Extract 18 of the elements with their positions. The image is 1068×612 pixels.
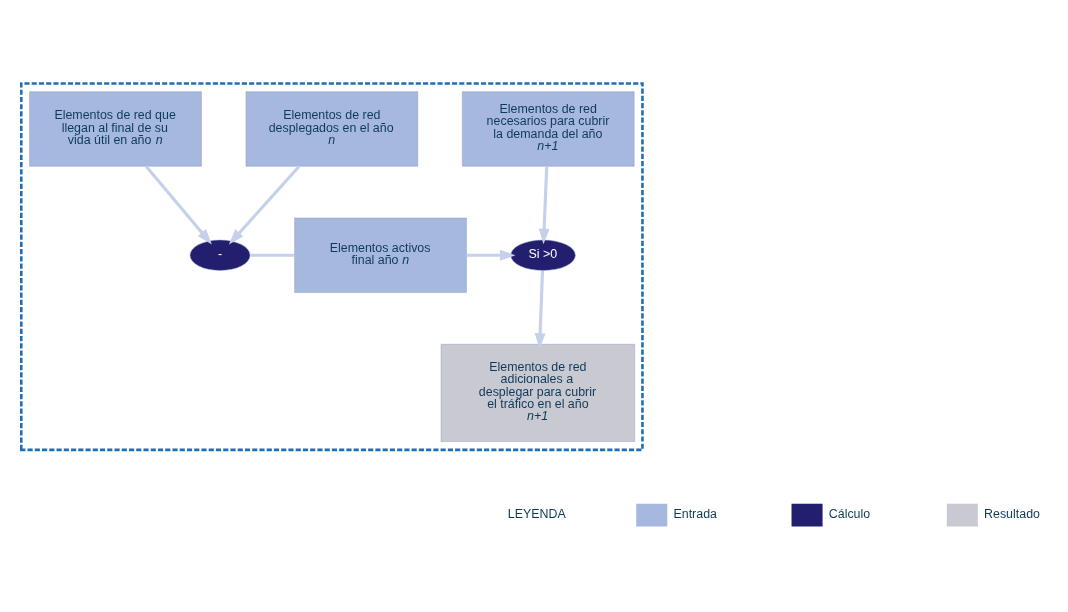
arrow xyxy=(144,165,212,245)
legend-label: Cálculo xyxy=(828,507,871,522)
node-box: Elementos activos final año n xyxy=(294,217,467,293)
cluster xyxy=(20,82,644,452)
node-ellipse: - xyxy=(189,239,251,271)
arrow xyxy=(534,270,546,349)
node-box: Elementos de red necesarios para cubrir la demanda del año n+1 xyxy=(462,91,635,167)
node-box: Elementos de red adicionales a desplegar para cubrir el tráfico en el año n+1 xyxy=(440,344,635,442)
connector xyxy=(250,253,295,257)
legend-label: Resultado xyxy=(984,507,1040,522)
node-box: Elementos de red que llegan al final de su vida útil en año n xyxy=(29,91,202,167)
node-box: Elementos de red desplegados en el año n xyxy=(245,91,419,167)
arrow xyxy=(466,249,516,261)
node-ellipse: Si >0 xyxy=(510,239,576,271)
label: LEYENDA xyxy=(507,507,566,522)
arrow xyxy=(538,166,550,245)
legend-label: Entrada xyxy=(673,507,717,522)
arrow xyxy=(228,165,301,245)
